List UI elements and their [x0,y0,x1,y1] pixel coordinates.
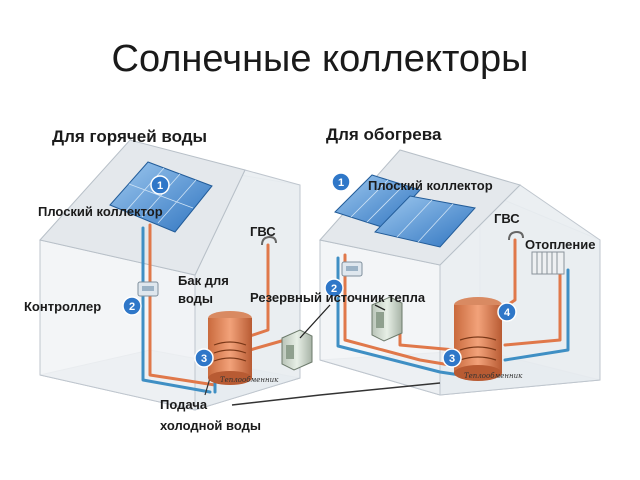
controller-label: Контроллер [24,299,101,314]
left-house [39,139,301,411]
left-badge-3-text: 3 [201,353,207,365]
right-radiator [531,251,565,275]
left-hot-pipe [148,223,217,387]
left-badge-3: 3 [194,348,214,368]
backup-heat-source-label: Резервный источник тепла [250,290,426,305]
right-heating-return [503,268,570,362]
right-collector-label: Плоский коллектор [368,178,493,193]
right-gvs-faucet [508,230,524,241]
backup-pointer-right [374,304,386,311]
left-badge-2: 2 [122,296,142,316]
right-solar-panel-2 [374,195,476,248]
right-badge-1: 1 [331,172,351,192]
left-badge-2-text: 2 [129,301,135,313]
right-backup-boiler [371,296,403,342]
cold-water-pointer [204,377,211,396]
right-controller-box [341,261,363,277]
right-badge-4-text: 4 [504,307,511,319]
left-house-heading: Для горячей воды [52,127,207,146]
right-badge-2: 2 [324,278,344,298]
right-heat-exchanger-label: Теплообменник [464,372,523,380]
cold-water-label-line2: холодной воды [160,418,261,433]
left-collector-label: Плоский коллектор [38,204,163,219]
left-backup-boiler [281,329,313,371]
slide-title: Солнечные коллекторы [111,38,529,80]
right-badge-2-text: 2 [331,283,337,295]
right-badge-3-text: 3 [449,353,455,365]
left-cold-pipe [141,226,212,394]
right-heating-pipe [503,268,562,347]
cold-water-connection [231,382,441,406]
right-badge-1-text: 1 [338,177,344,189]
right-water-tank [454,297,502,381]
right-badge-3: 3 [442,348,462,368]
heating-label: Отопление [525,237,596,252]
right-house-heading: Для обогрева [326,125,442,144]
left-solar-panel [109,161,213,233]
right-solar-panel-1 [334,174,421,229]
right-hot-pipe [343,253,452,367]
left-heat-exchanger-label: Теплообменник [220,376,279,384]
left-badge-1: 1 [150,175,170,195]
right-gvs-label: ГВС [494,211,520,226]
left-controller-box [137,281,159,297]
left-badge-1-text: 1 [157,180,163,192]
right-badge-4: 4 [497,302,517,322]
cold-water-label-line1: Подача [160,397,208,412]
tank-label-line2: воды [178,291,213,306]
tank-label-line1: Бак для [178,273,229,288]
left-gvs-pipe [248,243,270,338]
right-cold-pipe [336,256,462,377]
left-gvs-label: ГВС [250,224,276,239]
left-gvs-faucet [261,235,277,246]
backup-pointer-left [299,304,331,339]
left-water-tank [208,311,252,385]
